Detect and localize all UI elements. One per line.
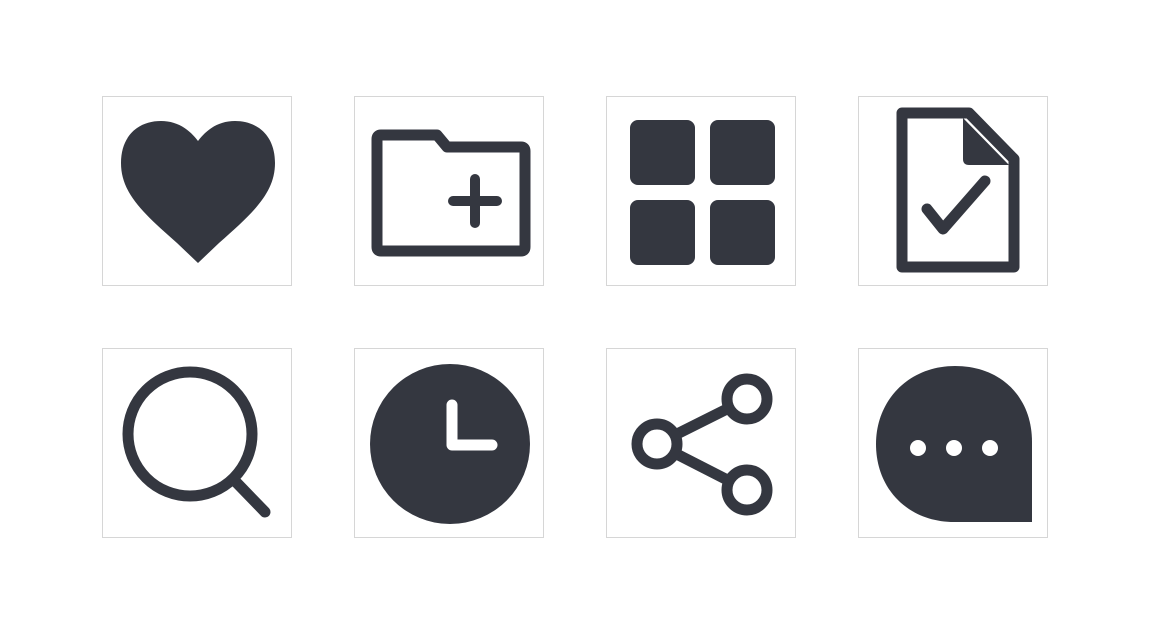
file-check-icon-tile[interactable] [858,96,1048,286]
search-icon [122,366,271,518]
chat-bubble-icon [876,366,1032,522]
chat-bubble-icon-tile[interactable] [858,348,1048,538]
heart-icon [121,121,275,263]
share-icon [631,373,773,516]
clock-icon-tile[interactable] [354,348,544,538]
folder-plus-icon-tile[interactable] [354,96,544,286]
heart-icon-tile[interactable] [102,96,292,286]
folder-plus-icon [371,129,531,257]
file-check-icon [896,107,1020,273]
clock-icon [370,364,530,524]
grid-icon-tile[interactable] [606,96,796,286]
search-icon-tile[interactable] [102,348,292,538]
grid-icon [630,120,775,265]
share-icon-tile[interactable] [606,348,796,538]
